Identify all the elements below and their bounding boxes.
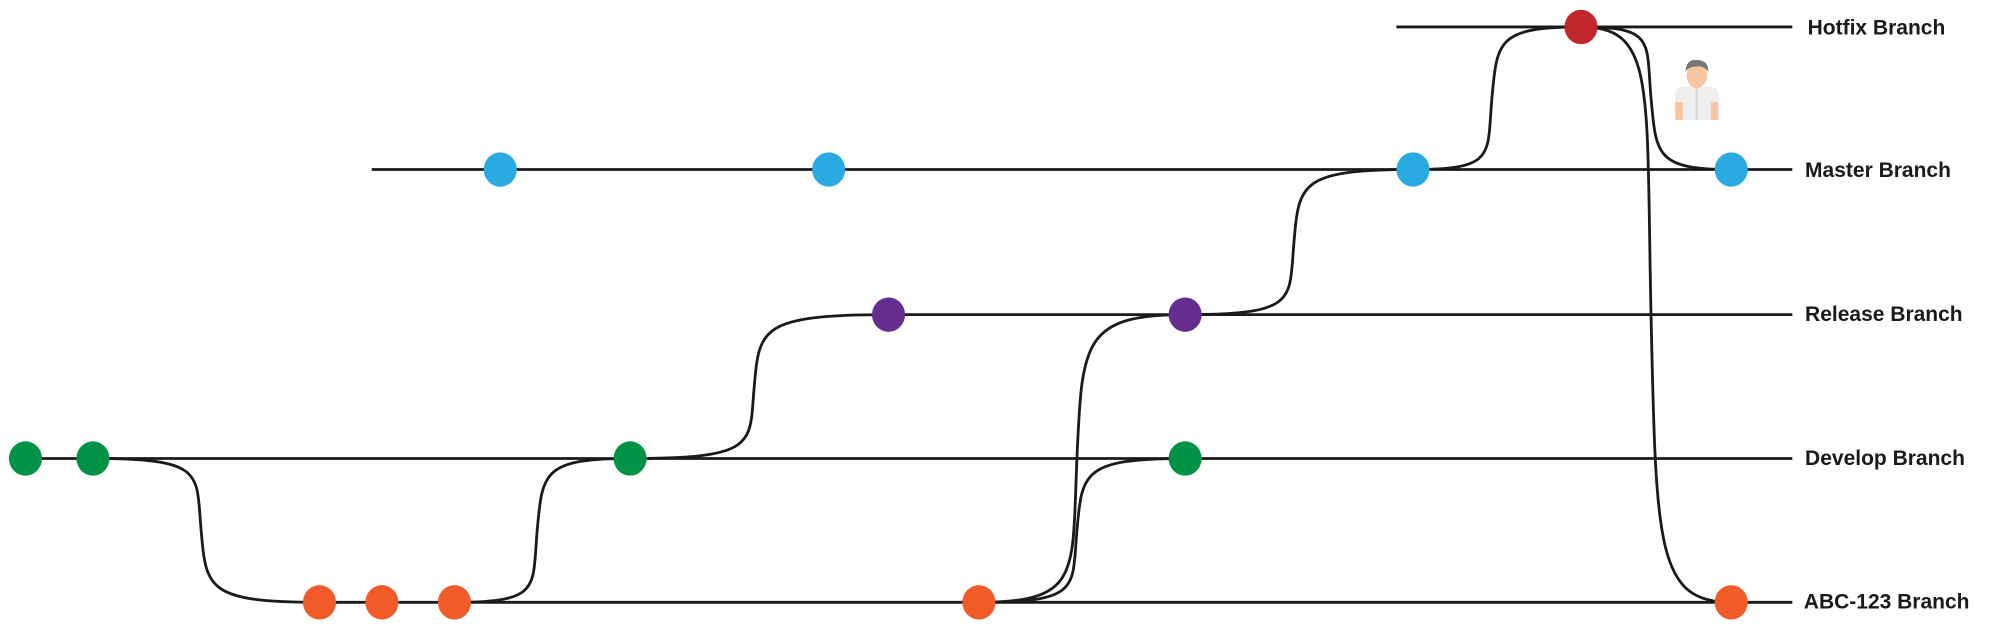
commit-master — [1396, 152, 1430, 187]
merge-curve-abc-to-release — [978, 313, 1186, 604]
commit-develop — [76, 441, 110, 476]
label-hotfix-branch: Hotfix Branch — [1808, 17, 1946, 40]
label-master-branch: Master Branch — [1805, 159, 1951, 182]
branch-labels: Hotfix Branch Master Branch Release Bran… — [1804, 17, 1970, 614]
commit-master — [1714, 152, 1748, 187]
commit-master — [483, 152, 517, 187]
commit-abc — [437, 585, 471, 620]
merge-curves — [92, 25, 1732, 604]
label-abc-123-branch: ABC-123 Branch — [1804, 591, 1970, 614]
commit-hotfix — [1564, 9, 1598, 45]
commit-release — [1168, 297, 1202, 332]
merge-curve-master-to-hotfix — [1412, 25, 1582, 171]
commit-release — [871, 297, 906, 332]
commit-abc — [1714, 585, 1748, 620]
merge-curve-develop-to-release — [630, 313, 889, 460]
merge-curve-abc-to-develop — [978, 457, 1186, 604]
merge-curve-hotfix-to-master — [1581, 25, 1732, 171]
commit-develop — [1168, 441, 1202, 476]
branch-lines — [25, 25, 1793, 604]
commit-abc — [962, 585, 996, 620]
merge-curve-develop-to-abc — [92, 457, 320, 604]
merge-curve-hotfix-to-abc — [1581, 25, 1732, 604]
commits — [8, 9, 1748, 620]
label-develop-branch: Develop Branch — [1805, 447, 1965, 470]
merge-curve-release-to-master — [1185, 168, 1413, 317]
label-release-branch: Release Branch — [1805, 303, 1963, 326]
developer-avatar-icon — [1675, 59, 1719, 120]
commit-develop — [8, 441, 43, 476]
commit-abc — [365, 585, 399, 620]
merge-curve-abc-to-develop — [454, 457, 631, 604]
commit-master — [812, 152, 846, 187]
commit-abc — [302, 585, 337, 620]
commit-develop — [613, 441, 647, 476]
